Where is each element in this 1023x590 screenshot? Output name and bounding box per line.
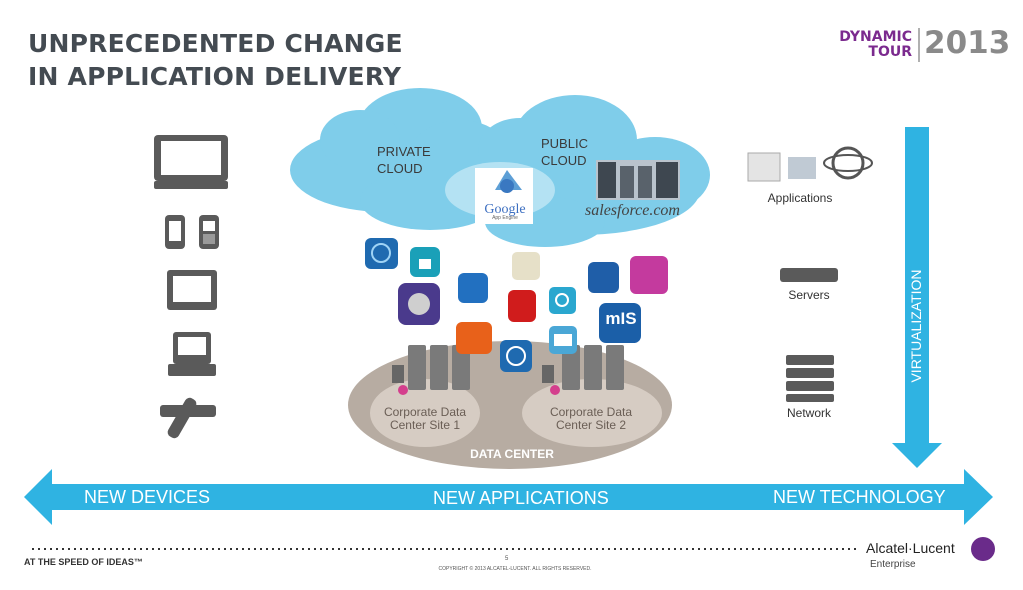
laptop-icon (154, 135, 228, 189)
salesforce-datacenter-image (596, 160, 680, 200)
brand-tour: TOUR (868, 44, 912, 60)
google-app-engine-logo (475, 168, 533, 224)
brand-divider (918, 28, 920, 62)
site1-label-line2: Center Site 1 (389, 418, 461, 432)
alcatel-lucent-logo-icon (971, 537, 995, 561)
server-rack-site1 (392, 345, 470, 395)
site2-label-line2: Center Site 2 (555, 418, 627, 432)
search-app-icon (549, 287, 576, 314)
server-icon (780, 268, 838, 282)
tablet-icon (167, 270, 217, 310)
new-applications-label: NEW APPLICATIONS (433, 488, 609, 508)
desktop-phone-icon (168, 332, 216, 376)
private-cloud-label-line2: CLOUD (377, 161, 423, 176)
network-label: Network (786, 406, 831, 420)
feature-phone-icon (199, 215, 219, 249)
slide-title-line2: IN APPLICATION DELIVERY (28, 62, 402, 91)
salesforce-logo-text: salesforce.com (585, 202, 680, 219)
browser-app-icon (500, 340, 532, 372)
applications-label: Applications (767, 191, 833, 205)
page-number: 5 (505, 556, 509, 562)
rss-app-icon (456, 322, 492, 354)
public-cloud-label: PUBLIC CLOUD (541, 135, 588, 169)
google-app-engine-text: App Engine (492, 215, 518, 221)
server-rack-site2 (542, 345, 624, 395)
site2-label-line1: Corporate Data (549, 405, 633, 419)
stack-app-icon (588, 262, 619, 293)
copyright-text: COPYRIGHT © 2013 ALCATEL-LUCENT. ALL RIG… (438, 566, 592, 572)
cart-app-icon (458, 273, 488, 303)
virtualization-label: VIRTUALIZATION (908, 269, 924, 383)
brand-dynamic: DYNAMIC (839, 29, 912, 45)
site1-label-line1: Corporate Data (383, 405, 467, 419)
private-cloud-label-line1: PRIVATE (377, 144, 431, 159)
google-logo-text: Google (484, 202, 526, 217)
slide-title-line1: UNPRECEDENTED CHANGE (28, 29, 403, 58)
settings-app-icon (365, 238, 398, 269)
map-app-icon (512, 252, 540, 280)
company-logo-text: Alcatel·Lucent (866, 540, 955, 556)
bottom-double-arrow (24, 469, 993, 525)
public-cloud-label-line1: PUBLIC (541, 136, 588, 151)
virtualization-arrow (892, 127, 942, 468)
company-logo-subtext: Enterprise (870, 559, 916, 570)
brand-dynamic-tour: DYNAMIC TOUR (838, 30, 912, 60)
music-app-icon (508, 290, 536, 322)
data-center-label: DATA CENTER (470, 447, 554, 461)
public-cloud-label-line2: CLOUD (541, 153, 587, 168)
new-devices-label: NEW DEVICES (84, 487, 211, 507)
mis-app-icon (599, 303, 641, 343)
smartphone-icon (165, 215, 185, 249)
footer-tagline: AT THE SPEED OF IDEAS™ (24, 557, 143, 567)
new-technology-label: NEW TECHNOLOGY (773, 487, 946, 507)
site2-label: Corporate Data Center Site 2 (541, 406, 641, 432)
brand-year: 2013 (924, 25, 1011, 61)
slide-title: UNPRECEDENTED CHANGE IN APPLICATION DELI… (28, 27, 403, 93)
tv-remote-icon (160, 397, 216, 439)
network-switch-icon (786, 355, 834, 402)
private-cloud-label: PRIVATE CLOUD (377, 143, 431, 177)
site1-label: Corporate Data Center Site 1 (380, 406, 470, 432)
mis-app-label: mIS (605, 309, 637, 328)
applications-screenshots-icon (747, 146, 873, 182)
origami-app-icon (630, 256, 668, 294)
servers-label: Servers (788, 288, 830, 302)
